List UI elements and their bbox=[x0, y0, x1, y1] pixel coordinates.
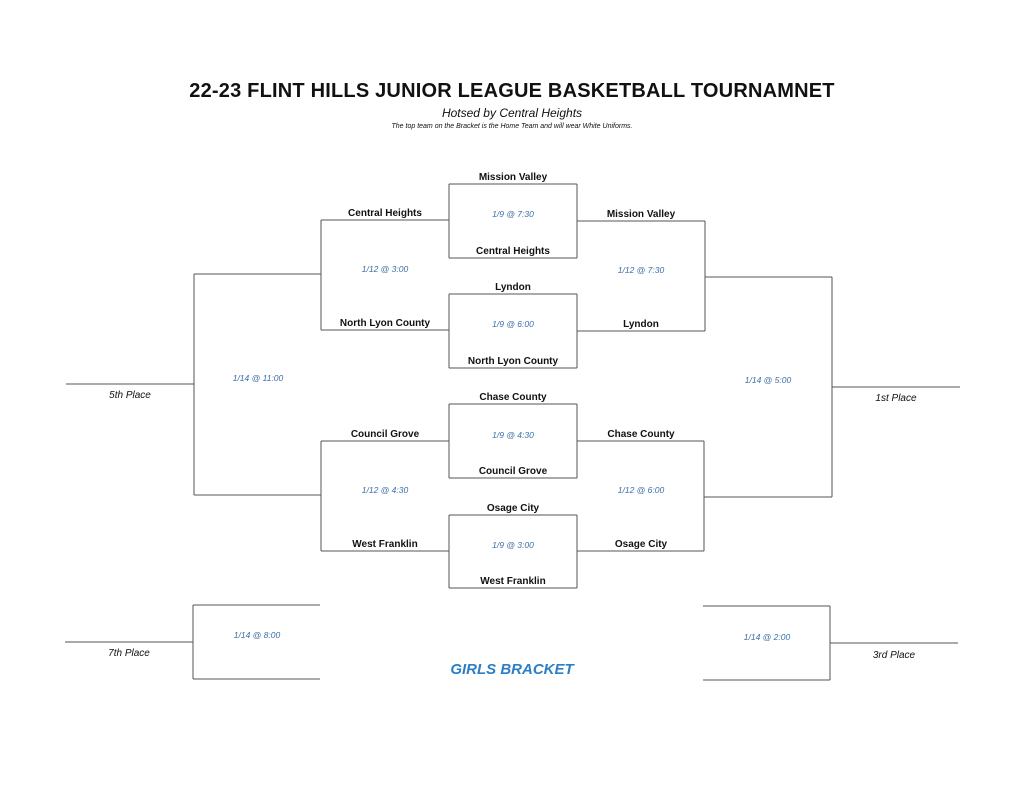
right-semi1-time: 1/12 @ 7:30 bbox=[617, 265, 665, 275]
left-semi-bracket-1 bbox=[320, 219, 449, 331]
left-semi1-time: 1/12 @ 3:00 bbox=[361, 264, 409, 274]
left-semi2-time: 1/12 @ 4:30 bbox=[361, 485, 409, 495]
third-place-bracket bbox=[703, 605, 958, 681]
page-subtitle: Hotsed by Central Heights bbox=[441, 106, 583, 120]
fifth-place-time: 1/14 @ 11:00 bbox=[232, 373, 284, 383]
left-semi1-home: Central Heights bbox=[348, 208, 422, 219]
r1-game2-home: Lyndon bbox=[495, 282, 531, 293]
first-place-time: 1/14 @ 5:00 bbox=[744, 375, 792, 385]
r1-game3-home: Chase County bbox=[479, 392, 547, 403]
left-semi1-away: North Lyon County bbox=[339, 318, 431, 329]
r1-game3-time: 1/9 @ 4:30 bbox=[492, 430, 534, 440]
right-semi1-away: Lyndon bbox=[623, 319, 659, 330]
seventh-place-time: 1/14 @ 8:00 bbox=[233, 630, 281, 640]
r1-game1-time: 1/9 @ 7:30 bbox=[492, 209, 534, 219]
third-place-time: 1/14 @ 2:00 bbox=[743, 632, 791, 642]
right-semi2-home: Chase County bbox=[607, 429, 675, 440]
first-place-bracket bbox=[704, 276, 960, 498]
r1-game1-away: Central Heights bbox=[476, 246, 550, 257]
seventh-place-bracket bbox=[65, 604, 320, 680]
home-team-note: The top team on the Bracket is the Home … bbox=[391, 123, 633, 130]
left-semi2-away: West Franklin bbox=[352, 539, 418, 550]
right-semi2-away: Osage City bbox=[614, 539, 668, 550]
r1-game2-time: 1/9 @ 6:00 bbox=[492, 319, 534, 329]
left-semi2-home: Council Grove bbox=[350, 429, 420, 440]
r1-game3-away: Council Grove bbox=[478, 466, 548, 477]
r1-game1-home: Mission Valley bbox=[478, 172, 548, 183]
first-place-label: 1st Place bbox=[875, 393, 917, 404]
right-semi2-time: 1/12 @ 6:00 bbox=[617, 485, 665, 495]
page-title: 22-23 FLINT HILLS JUNIOR LEAGUE BASKETBA… bbox=[189, 80, 835, 102]
bracket-label: GIRLS BRACKET bbox=[450, 661, 574, 678]
fifth-place-label: 5th Place bbox=[109, 390, 151, 401]
r1-game2-away: North Lyon County bbox=[467, 356, 559, 367]
r1-game4-away: West Franklin bbox=[480, 576, 546, 587]
left-semi-bracket-2 bbox=[320, 440, 449, 552]
fifth-place-bracket bbox=[66, 273, 321, 496]
r1-game4-home: Osage City bbox=[486, 503, 540, 514]
right-semi-bracket-1 bbox=[577, 220, 706, 332]
third-place-label: 3rd Place bbox=[872, 650, 916, 661]
right-semi1-home: Mission Valley bbox=[606, 209, 676, 220]
seventh-place-label: 7th Place bbox=[108, 648, 150, 659]
right-semi-bracket-2 bbox=[577, 440, 705, 552]
r1-game4-time: 1/9 @ 3:00 bbox=[492, 540, 534, 550]
